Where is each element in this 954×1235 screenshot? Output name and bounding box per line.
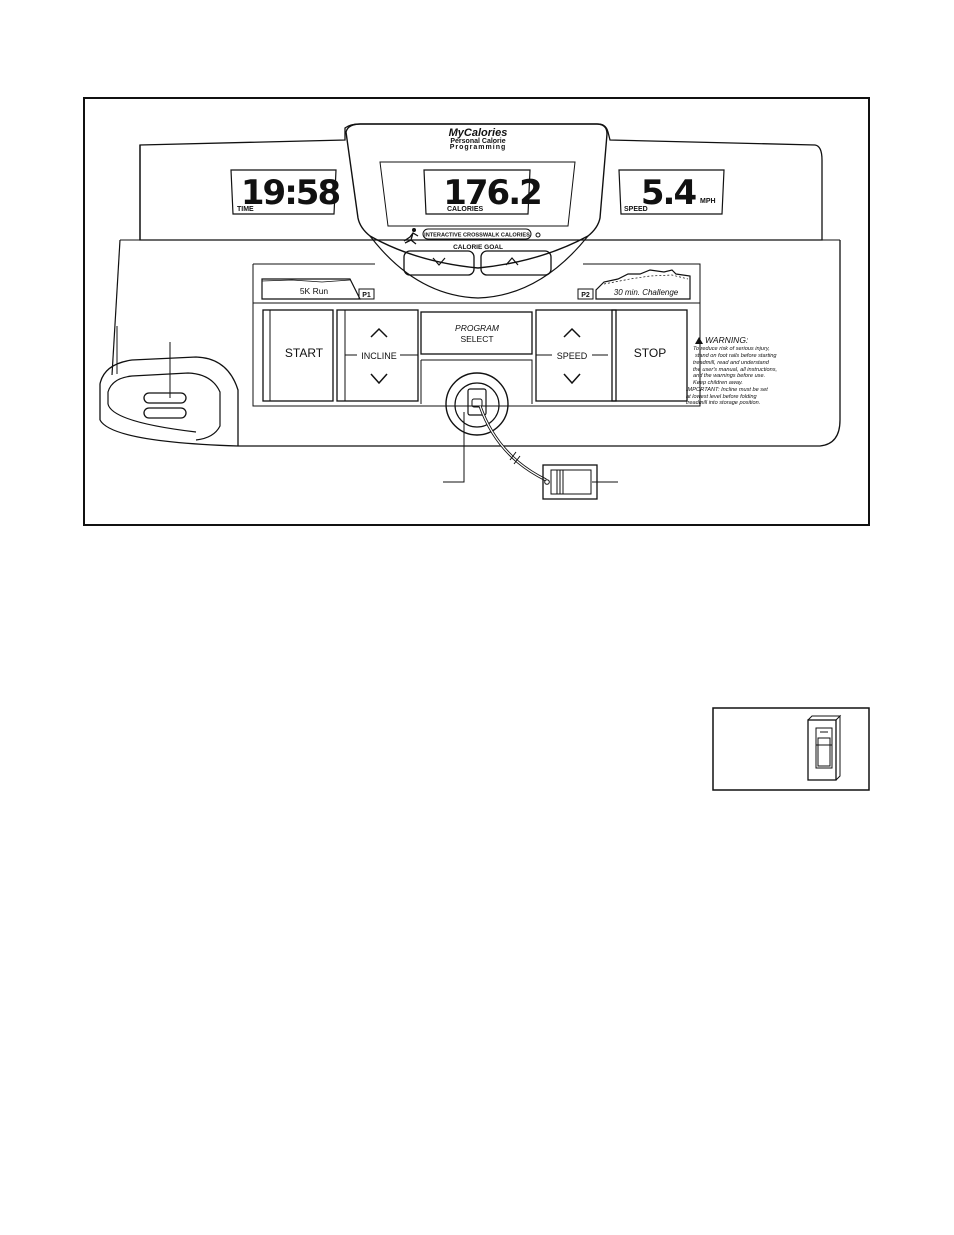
incline-label: INCLINE <box>361 351 397 361</box>
start-button[interactable]: START <box>262 309 334 402</box>
chevron-up-icon <box>563 327 581 338</box>
brand-line2: Personal Calorie <box>450 138 505 145</box>
keypad-panel <box>252 302 701 407</box>
start-label: START <box>285 346 324 360</box>
runner-icon <box>403 228 419 245</box>
warning-line: To reduce risk of serious injury, <box>693 346 770 352</box>
speed-label: SPEED <box>624 206 648 213</box>
time-display <box>230 169 337 215</box>
program-p1-name: 5K Run <box>300 286 329 296</box>
chevron-up-icon <box>505 257 519 266</box>
program-p1-tag: P1 <box>362 292 371 299</box>
warning-title: WARNING: <box>705 335 749 345</box>
crosswalk-badge <box>422 228 532 240</box>
calorie-goal-down-button[interactable] <box>403 250 475 276</box>
chevron-down-icon <box>432 257 446 266</box>
warning-line: and the warnings before use. <box>693 373 765 379</box>
warning-line: treadmill into storage position. <box>686 400 760 406</box>
warning-line: stand on foot rails before starting <box>695 353 777 359</box>
crosswalk-badge-text: INTERACTIVE CROSSWALK CALORIES <box>424 233 530 239</box>
speed-button-group: SPEED <box>535 309 617 402</box>
program-p2-name: 30 min. Challenge <box>614 288 679 297</box>
warning-line: IMPORTANT: Incline must be set <box>686 387 768 393</box>
brand-line3: Programming <box>450 144 507 151</box>
calories-label: CALORIES <box>447 206 484 213</box>
speed-unit: MPH <box>700 198 716 205</box>
speed-label-button: SPEED <box>557 351 588 361</box>
warning-line: Keep children away. <box>693 380 743 386</box>
warning-line: the user's manual, all instructions, <box>693 367 777 373</box>
program-select-label-2: SELECT <box>460 334 493 344</box>
incline-up-button[interactable] <box>370 327 388 338</box>
chevron-up-icon <box>370 327 388 338</box>
speed-value: 5.4 <box>641 173 697 213</box>
figure-frame <box>83 97 870 526</box>
left-handrail <box>99 356 239 447</box>
warning-triangle-icon <box>695 337 703 344</box>
program-select-button[interactable]: PROGRAM SELECT <box>420 311 533 355</box>
pulse-sensor <box>143 392 187 404</box>
calorie-goal-label: CALORIE GOAL <box>453 244 503 251</box>
chevron-down-icon <box>370 373 388 385</box>
pulse-sensor <box>143 407 187 419</box>
speed-up-button[interactable] <box>563 327 581 338</box>
calories-display-bezel <box>379 161 576 227</box>
crosswalk-indicator-icon <box>535 232 541 238</box>
callout-line <box>443 412 465 483</box>
warning-line: treadmill, read and understand <box>693 360 770 366</box>
time-label: TIME <box>237 206 254 213</box>
warning-block: WARNING: To reduce risk of serious injur… <box>686 335 777 406</box>
speed-down-button[interactable] <box>563 373 581 385</box>
speed-display <box>618 169 725 215</box>
key-receptacle <box>445 372 509 436</box>
stop-button[interactable]: STOP <box>611 309 688 402</box>
key-cord <box>478 405 547 482</box>
incline-button-group: INCLINE <box>336 309 419 402</box>
key-clip <box>542 464 598 500</box>
calorie-goal-up-button[interactable] <box>480 250 552 276</box>
warning-line: at lowest level before folding <box>686 394 757 400</box>
program-p2-button[interactable]: P2 30 min. Challenge <box>577 269 691 300</box>
brand-line1: MyCalories <box>449 127 508 139</box>
program-p2-tag: P2 <box>581 292 590 299</box>
console-lower-outline <box>238 240 841 447</box>
chevron-down-icon <box>563 373 581 385</box>
program-p1-button[interactable]: 5K Run P1 <box>261 278 375 300</box>
calories-display <box>423 169 531 215</box>
display-pod-chin <box>369 235 589 299</box>
calories-value: 176.2 <box>443 173 541 213</box>
safety-key[interactable] <box>467 388 487 416</box>
time-value: 19:58 <box>241 173 340 213</box>
stop-label: STOP <box>634 346 666 360</box>
program-select-label-1: PROGRAM <box>455 323 500 333</box>
incline-down-button[interactable] <box>370 373 388 385</box>
